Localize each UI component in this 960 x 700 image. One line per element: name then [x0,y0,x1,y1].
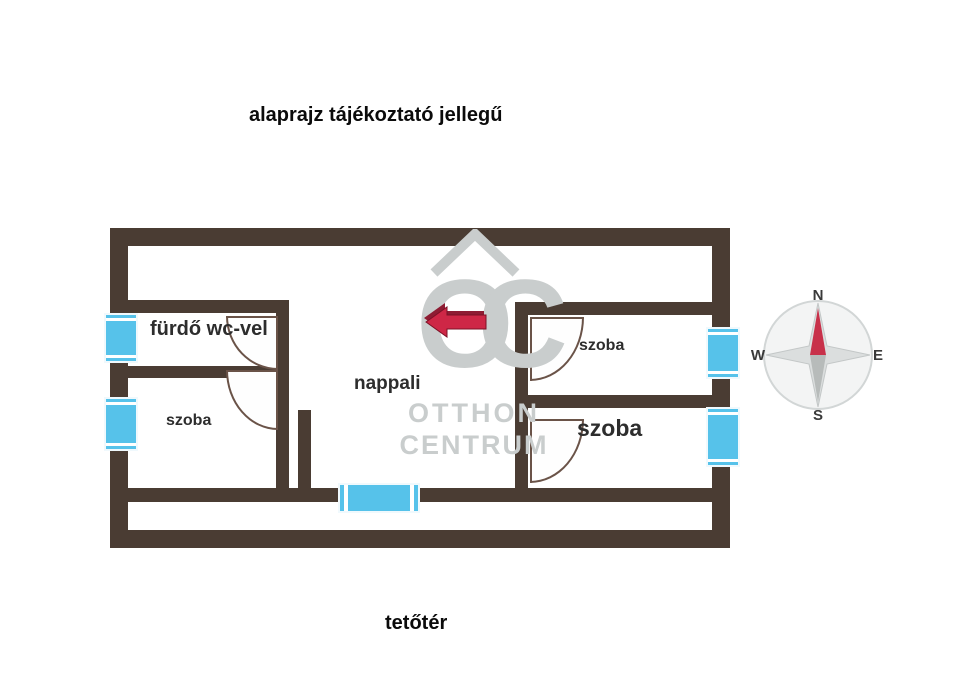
watermark-roof-icon [430,229,520,277]
compass-label-west: W [751,347,766,364]
wall-bathroom-top [128,300,276,313]
compass-needle-south-icon [810,355,826,402]
wall-right-divider [515,302,528,490]
wall-nook [298,410,311,488]
window-right-top-room [706,327,740,379]
room-label-living-room: nappali [354,373,421,394]
window-terrace-door [338,483,420,513]
page-title: alaprajz tájékoztató jellegű [249,104,503,126]
compass-label-south: S [813,407,823,423]
watermark-logo: OC [416,255,568,394]
room-label-left-room: szoba [166,412,212,429]
window-left-room [104,397,138,451]
wall-left-divider [276,300,289,490]
wall-right-middle [528,395,712,408]
window-bathroom [104,313,138,363]
room-label-bathroom: fürdő wc-vel [150,318,268,340]
watermark-line-centrum: CENTRUM [399,430,549,460]
door-arc-left-room [226,370,278,430]
wall-outer-bottom [110,530,730,548]
wall-bottom-inner-left [128,488,340,502]
compass-needle-north-icon [810,308,826,355]
wall-outer-top [110,228,730,246]
watermark-line-otthon: OTTHON [408,398,540,428]
page-footer-label: tetőtér [385,612,448,634]
entrance-arrow-icon [424,303,487,338]
room-label-right-bottom-room: szoba [577,415,643,441]
wall-bottom-inner-right [412,488,712,502]
window-right-bottom-room [706,407,740,467]
wall-right-top [528,302,712,315]
compass-rose: N S W E [751,287,883,423]
compass-label-east: E [873,347,883,364]
wall-outer-left [110,228,128,548]
wall-outer-right [712,228,730,548]
compass-label-north: N [813,287,824,304]
room-label-right-top-room: szoba [579,337,625,354]
